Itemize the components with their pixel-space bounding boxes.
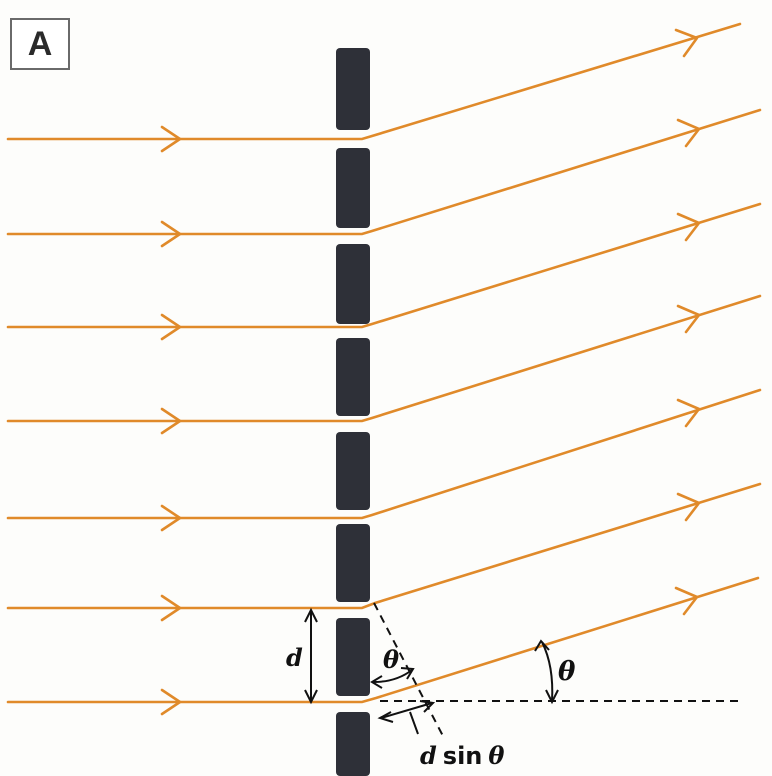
grating-bar (336, 524, 370, 602)
ray (6, 294, 762, 423)
ray-arrowhead (674, 586, 699, 616)
inner-angle-arc (373, 669, 413, 683)
slit-spacing-arrowhead-bottom (304, 689, 318, 705)
outer-angle-arrowhead (534, 639, 550, 652)
grating-bar (336, 48, 370, 130)
slit-spacing-label: d (286, 643, 303, 672)
outer-angle-label: θ (558, 657, 576, 687)
ray (6, 202, 762, 329)
path-difference-func: sin (443, 742, 483, 770)
grating-bar (336, 148, 370, 228)
ray-arrowhead (160, 125, 182, 153)
path-difference-arrowhead (377, 711, 394, 723)
ray-arrowhead (676, 118, 701, 148)
panel-label-box: A (10, 18, 70, 70)
grating (336, 48, 370, 776)
ray (6, 388, 762, 520)
path-difference-arrow (380, 702, 433, 719)
ray-arrowhead (160, 407, 182, 435)
rays (6, 22, 762, 716)
grating-bar (336, 618, 370, 696)
inner-angle-arrowhead (400, 667, 415, 680)
path-difference-angle: θ (488, 741, 504, 770)
ray (6, 108, 762, 236)
ray-arrowhead (160, 504, 182, 532)
inner-angle-label: θ (383, 645, 399, 674)
ray-arrowhead (160, 220, 182, 248)
path-difference-prefix: d (420, 741, 437, 770)
ray-arrowhead (676, 492, 701, 522)
ray-arrowhead (674, 28, 699, 58)
ray-arrowhead (160, 688, 182, 716)
ray (6, 22, 742, 141)
ray-arrowhead (676, 212, 701, 242)
path-difference-arrowhead (419, 700, 436, 713)
panel-label: A (27, 24, 53, 63)
ray-arrowhead (160, 594, 182, 622)
ray-arrowhead (676, 398, 701, 428)
outer-angle-arrowhead (545, 689, 559, 705)
grating-bar (336, 244, 370, 324)
ray-arrowhead (676, 304, 701, 334)
path-difference-leader (409, 711, 419, 735)
ray (6, 482, 762, 610)
construction-lines (304, 602, 740, 739)
grating-bar (336, 432, 370, 510)
inner-angle-arrowhead (370, 675, 383, 689)
perpendicular-dashed-line (373, 602, 445, 739)
ray-arrowhead (160, 313, 182, 341)
ray (6, 576, 760, 704)
grating-bar (336, 712, 370, 776)
slit-spacing-arrowhead-top (304, 607, 318, 623)
grating-bar (336, 338, 370, 416)
outer-angle-arc (541, 641, 554, 702)
